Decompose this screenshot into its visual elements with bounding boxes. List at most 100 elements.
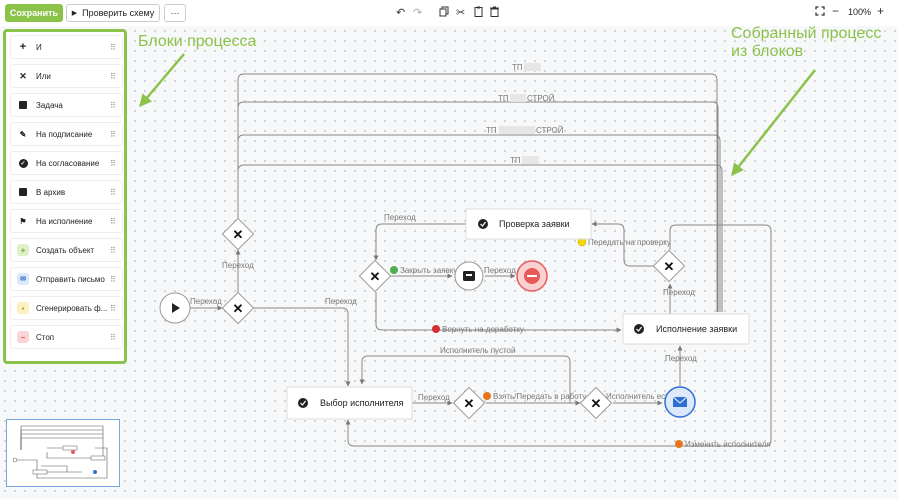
drag-handle-icon[interactable]: ⠿ [110,71,116,81]
node-check-request[interactable]: Проверка заявки [465,208,592,240]
zoom-in-icon[interactable]: + [877,4,885,18]
edge-tp1[interactable] [237,73,718,312]
archive-node[interactable] [454,261,484,291]
palette-item-approve[interactable]: ✓ На согласование ⠿ [10,151,123,175]
add-object-icon: + [17,244,29,256]
palette-item-task[interactable]: Задача ⠿ [10,93,123,117]
edge-to-check[interactable] [591,221,655,267]
status-dot-orange-2 [675,440,683,448]
save-button[interactable]: Сохранить [5,4,63,22]
palette-item-send-mail[interactable]: ✉ Отправить письмо ⠿ [10,267,123,291]
drag-handle-icon[interactable]: ⠿ [110,158,116,168]
palette-item-create-object[interactable]: + Создать объект ⠿ [10,238,123,262]
label-take-transfer: Взять/Передать в работу [493,392,586,401]
edge-empty[interactable] [359,355,571,403]
label-tp3: ТП [486,126,497,135]
annotation-arrow-left [139,53,185,107]
zoom-out-icon[interactable]: − [832,4,840,18]
palette-item-archive[interactable]: В архив ⠿ [10,180,123,204]
label-change-executor: Изменить исполнителя [685,440,771,449]
label-tp2-suffix: СТРОЙ [527,94,555,103]
check-circle-icon: ✓ [18,158,28,168]
palette-item-generate[interactable]: ▪ Сгенерировать ф... ⠿ [10,296,123,320]
stop-icon: − [17,331,29,343]
label-transition-4: Переход [384,213,416,222]
status-dot-green [390,266,398,274]
label-tp2: ТП [498,94,509,103]
x-icon: ✕ [370,269,381,284]
gateway-2[interactable] [221,291,255,325]
drag-handle-icon[interactable]: ⠿ [110,245,116,255]
palette-item-sign[interactable]: ✎ На подписание ⠿ [10,122,123,146]
gateway-6[interactable] [579,386,613,420]
more-button[interactable]: ··· [164,4,186,22]
x-icon: ✕ [664,259,675,274]
annotation-assembled-2: из блоков [731,43,804,60]
gateway-4[interactable] [652,249,686,283]
node-label-execute: Исполнение заявки [656,324,737,334]
status-dot-red [432,325,440,333]
drag-handle-icon[interactable]: ⠿ [110,216,116,226]
palette-item-or[interactable]: ✕ Или ⠿ [10,64,123,88]
redo-icon[interactable]: ↷ [413,7,423,19]
annotation-assembled-1: Собранный процесс [731,25,882,42]
node-label-check: Проверка заявки [499,219,570,229]
x-icon: ✕ [19,70,27,81]
node-choose-executor[interactable]: Выбор исполнителя [286,386,413,420]
flag-icon: ⚑ [19,216,27,226]
check-circle-icon [634,324,644,334]
drag-handle-icon[interactable]: ⠿ [110,332,116,342]
copy-icon[interactable] [439,6,449,21]
plus-icon: + [19,41,27,53]
check-circle-icon [298,398,308,408]
edge-to-choose[interactable] [254,307,351,387]
pen-icon: ✎ [19,129,27,139]
drag-handle-icon[interactable]: ⠿ [110,100,116,110]
label-transition-6: Переход [663,288,695,297]
fit-screen-icon[interactable] [815,6,825,20]
cut-icon[interactable]: ✂ [456,7,466,19]
node-label-choose: Выбор исполнителя [320,398,404,408]
label-transition-1: Переход [222,261,254,270]
check-scheme-button[interactable]: ▶ Проверить схему [66,4,160,22]
mail-node[interactable] [664,386,696,418]
drag-handle-icon[interactable]: ⠿ [110,303,116,313]
palette-item-and[interactable]: + И ⠿ [10,35,123,59]
check-circle-icon [478,219,488,229]
edge-tp3[interactable] [237,134,721,312]
trash-icon[interactable] [490,6,499,21]
start-node[interactable] [159,292,191,324]
edge-tp2[interactable] [237,101,719,312]
blocks-palette: + И ⠿ ✕ Или ⠿ Задача ⠿ ✎ На подписание ⠿… [3,29,127,364]
x-icon: ✕ [233,227,244,242]
undo-icon[interactable]: ↶ [396,7,406,19]
drag-handle-icon[interactable]: ⠿ [110,42,116,52]
palette-item-execute[interactable]: ⚑ На исполнение ⠿ [10,209,123,233]
document-icon: ▪ [17,302,29,314]
drag-handle-icon[interactable]: ⠿ [110,274,116,284]
palette-item-stop[interactable]: − Стоп ⠿ [10,325,123,349]
label-executor-empty: Исполнитель пустой [440,346,515,355]
drag-handle-icon[interactable]: ⠿ [110,129,116,139]
node-execute-request[interactable]: Исполнение заявки [622,313,750,345]
minimap[interactable] [6,419,120,487]
stop-node[interactable] [516,260,548,292]
label-transition-5: Переход [484,266,516,275]
paste-icon[interactable] [474,6,483,21]
edge-check-to-gw[interactable] [373,223,466,261]
play-icon [172,303,180,313]
x-icon: ✕ [233,301,244,316]
play-icon: ▶ [71,10,78,17]
label-transition-8: Переход [665,354,697,363]
gateway-1[interactable] [221,217,255,251]
mail-icon: ✉ [17,273,29,285]
status-dot-orange-1 [483,392,491,400]
mail-icon [673,397,687,407]
edge-return[interactable] [375,292,622,333]
drag-handle-icon[interactable]: ⠿ [110,187,116,197]
gateway-3[interactable] [358,259,392,293]
edge-change-executor[interactable] [345,224,772,447]
edge-tp4[interactable] [237,164,723,312]
gateway-5[interactable] [452,386,486,420]
